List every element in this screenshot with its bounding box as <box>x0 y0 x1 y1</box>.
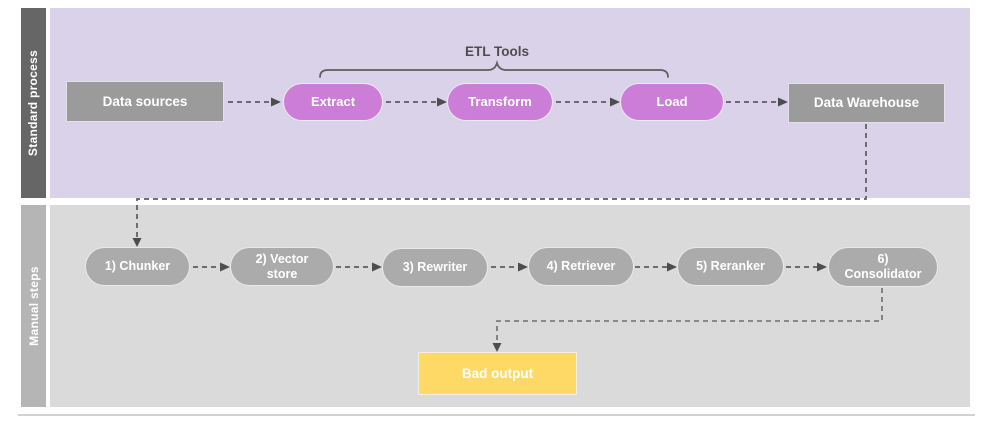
node-rewriter: 3) Rewriter <box>382 248 488 287</box>
node-extract: Extract <box>283 83 383 121</box>
node-data-sources: Data sources <box>66 81 224 122</box>
bottom-divider-line <box>18 414 975 416</box>
node-chunker: 1) Chunker <box>85 247 190 286</box>
etl-tools-label: ETL Tools <box>465 44 529 59</box>
node-data-warehouse: Data Warehouse <box>788 83 945 123</box>
node-reranker: 5) Reranker <box>677 247 784 286</box>
node-load: Load <box>620 83 724 121</box>
lane-label-manual-steps: Manual steps <box>21 205 46 407</box>
lane-label-standard-process: Standard process <box>21 8 46 198</box>
node-transform: Transform <box>447 83 553 121</box>
node-vector-store: 2) Vector store <box>230 247 334 286</box>
node-retriever: 4) Retriever <box>528 247 634 286</box>
lane-label-manual-steps-text: Manual steps <box>26 266 41 346</box>
node-consolidator: 6) Consolidator <box>828 247 938 287</box>
node-bad-output: Bad output <box>418 352 577 395</box>
lane-label-standard-process-text: Standard process <box>26 49 41 157</box>
